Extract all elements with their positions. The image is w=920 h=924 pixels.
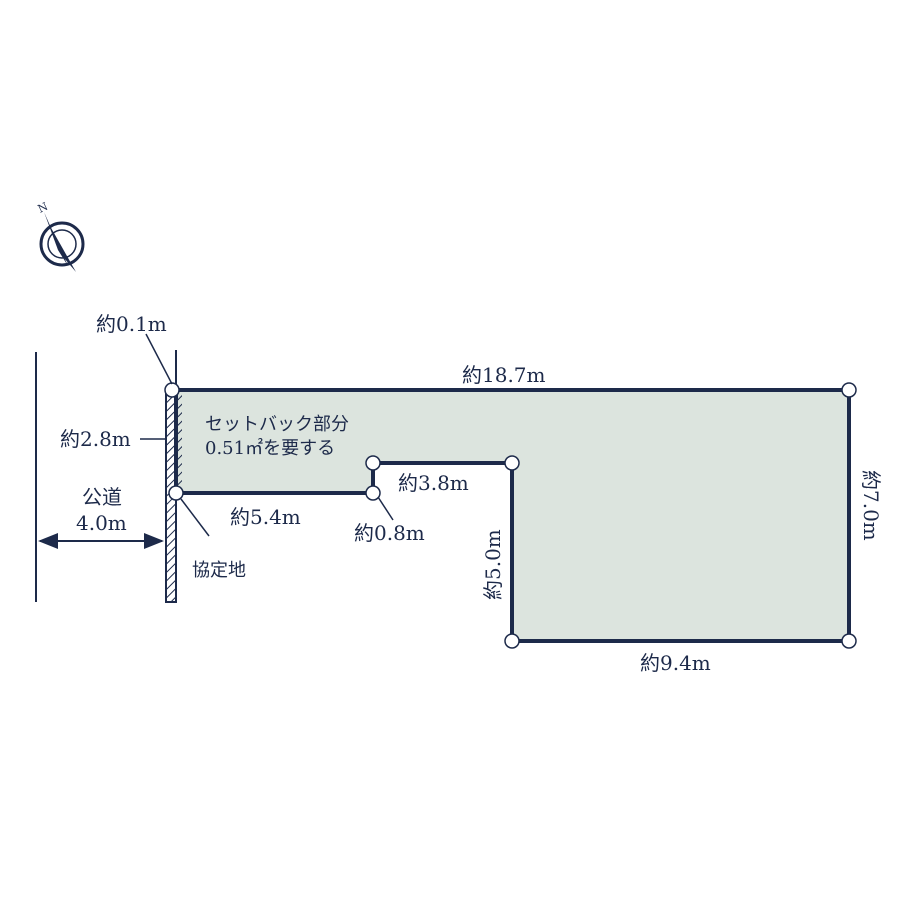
dim-step: 約0.8m xyxy=(354,521,425,545)
north-label: N xyxy=(36,200,51,216)
road-width: 4.0m xyxy=(76,511,127,535)
dim-top: 約18.7m xyxy=(462,363,546,387)
road-name: 公道 xyxy=(82,485,122,509)
dim-inner-horizontal: 約3.8m xyxy=(398,471,469,495)
step-leader xyxy=(377,496,394,521)
dim-lower-left: 約5.4m xyxy=(230,505,301,529)
corner-marker xyxy=(164,382,180,398)
corner-marker xyxy=(504,633,520,649)
setback-note-line1: セットバック部分 xyxy=(205,414,349,435)
setback-strip xyxy=(176,390,182,493)
dim-frontage: 約2.8m xyxy=(60,427,131,451)
corner-marker xyxy=(841,382,857,398)
corner-marker xyxy=(168,485,184,501)
corner-marker xyxy=(365,455,381,471)
corner-marker xyxy=(841,633,857,649)
dim-right: 約7.0m xyxy=(859,470,883,541)
dim-inner-vertical: 約5.0m xyxy=(481,529,505,600)
setback-note-line2: 0.51㎡を要する xyxy=(205,437,335,459)
agreement-land-leader xyxy=(180,498,210,537)
dim-bottom: 約9.4m xyxy=(640,651,711,675)
setback-width-leader xyxy=(145,333,173,385)
corner-marker xyxy=(504,455,520,471)
north-compass-icon: N xyxy=(36,200,85,272)
agreement-land-label: 協定地 xyxy=(192,560,246,581)
dim-setback-width: 約0.1m xyxy=(96,312,167,336)
corner-marker xyxy=(365,485,381,501)
